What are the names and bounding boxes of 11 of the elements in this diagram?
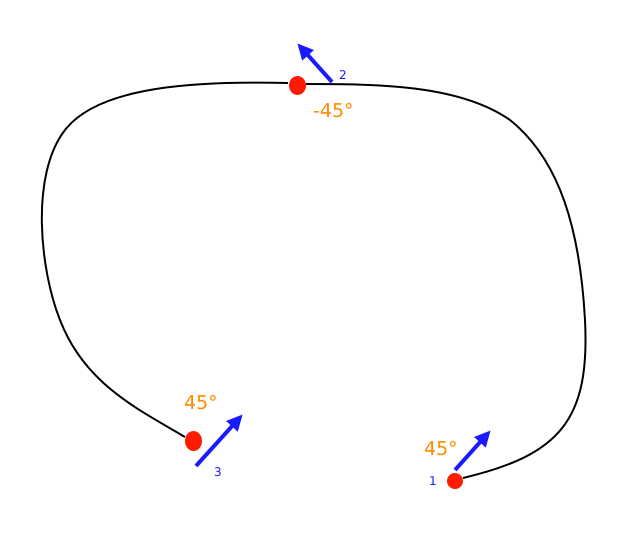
point-dot xyxy=(184,431,202,451)
angle-label: 45° xyxy=(184,394,218,413)
angle-label: 45° xyxy=(424,440,458,459)
curve-line xyxy=(40,82,288,438)
point-number: 2 xyxy=(339,69,347,81)
angle-label: -45° xyxy=(313,102,354,121)
point-dot xyxy=(447,473,463,489)
point-dot xyxy=(288,76,306,94)
curve-line xyxy=(306,83,586,479)
point-number: 1 xyxy=(429,475,437,487)
point-number: 3 xyxy=(214,466,222,478)
